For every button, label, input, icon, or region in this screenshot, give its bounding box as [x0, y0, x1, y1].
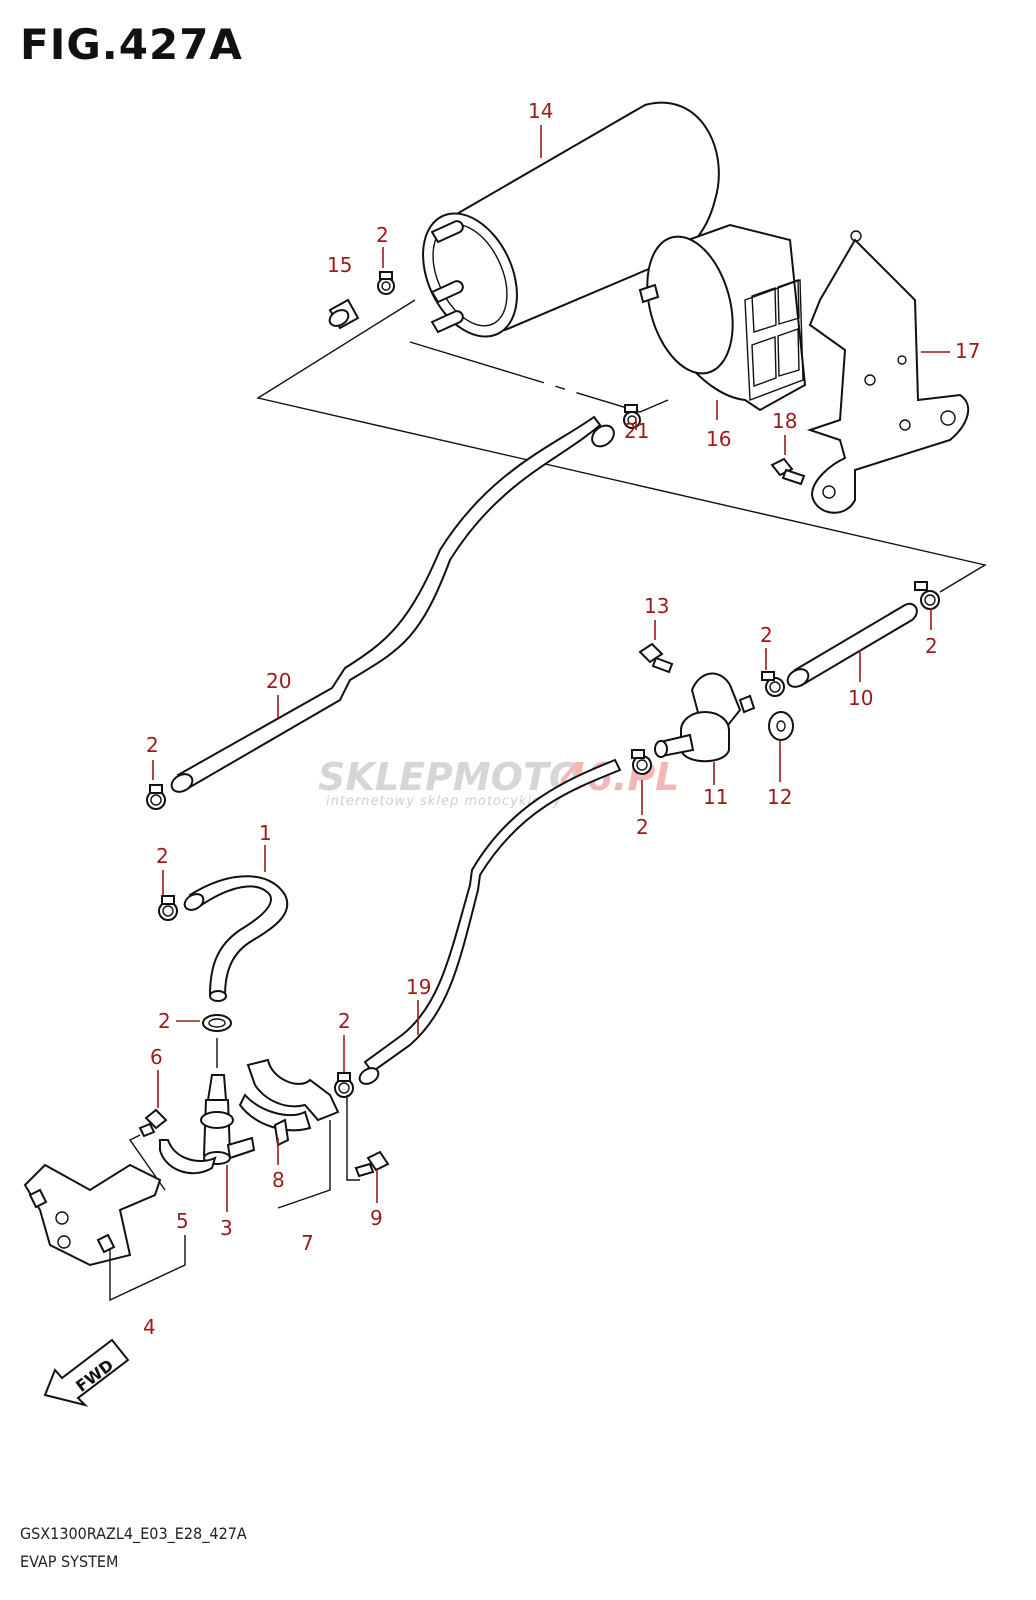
purge-control-valve [654, 672, 756, 763]
hose-20 [170, 415, 615, 793]
callout-9: 9 [370, 1206, 383, 1230]
callout-5: 5 [176, 1209, 189, 1233]
canister-bracket [806, 230, 970, 514]
forward-arrow-icon: FWD [43, 1338, 130, 1407]
valve-washer [768, 711, 794, 741]
hose-clamp-right-end [914, 581, 940, 610]
callout-21: 21 [624, 419, 649, 443]
callout-2: 2 [760, 623, 773, 647]
diagram-name: EVAP SYSTEM [20, 1552, 119, 1571]
canister-nozzles [430, 220, 464, 334]
callout-15: 15 [327, 253, 352, 277]
hose-19 [358, 758, 622, 1085]
callout-13: 13 [644, 594, 669, 618]
callout-4: 4 [143, 1315, 156, 1339]
callout-19: 19 [406, 975, 431, 999]
watermark: SKLEPMOTO 46.PL internetowy sklep motocy… [318, 755, 679, 809]
canister-holder [638, 223, 807, 412]
evap-canister [422, 101, 720, 338]
hose-clamp-19 [334, 1072, 354, 1098]
callout-7: 7 [301, 1231, 314, 1255]
callout-12: 12 [767, 785, 792, 809]
callout-2: 2 [636, 815, 649, 839]
holder-screw [354, 1150, 390, 1178]
hose-clamp-10 [761, 671, 785, 697]
figure-title: FIG.427A [20, 20, 243, 69]
canister-plug [328, 298, 360, 330]
callout-16: 16 [706, 427, 731, 451]
callout-3: 3 [220, 1216, 233, 1240]
callout-2: 2 [925, 634, 938, 658]
callout-14: 14 [528, 99, 553, 123]
pipe-strap [159, 1139, 217, 1175]
hose-1 [183, 875, 289, 1002]
callout-2: 2 [146, 733, 159, 757]
hose-clamp-valve [631, 749, 652, 775]
hose-clamp-1-lower [202, 1014, 232, 1032]
watermark-brand-a: SKLEPMOTO [318, 755, 581, 799]
hose-10 [786, 602, 918, 688]
hose-clamp-left-upper [146, 784, 166, 810]
watermark-tagline: internetowy sklep motocyklowy [326, 794, 561, 809]
callout-2: 2 [338, 1009, 351, 1033]
callout-17: 17 [955, 339, 980, 363]
callout-1: 1 [259, 821, 272, 845]
callout-2: 2 [158, 1009, 171, 1033]
hose-holder [238, 1058, 340, 1147]
callout-18: 18 [772, 409, 797, 433]
assembly-guide-lines [256, 299, 987, 593]
pipe-junction [200, 1074, 256, 1165]
callout-11: 11 [703, 785, 728, 809]
valve-bolt [638, 642, 674, 674]
callout-2: 2 [156, 844, 169, 868]
hose-clamp-1-upper [158, 895, 178, 921]
callout-10: 10 [848, 686, 873, 710]
callout-6: 6 [150, 1045, 163, 1069]
diagram-code: GSX1300RAZL4_E03_E28_427A [20, 1524, 247, 1543]
callout-labels: 14 2 15 17 18 16 21 13 2 2 20 10 2 11 12… [143, 99, 980, 1339]
callout-2: 2 [376, 223, 389, 247]
bracket-bolt [770, 457, 806, 486]
callout-leaders [152, 125, 950, 1212]
hose-clamp-top [377, 271, 395, 295]
strap-screw [138, 1108, 168, 1138]
callout-20: 20 [266, 669, 291, 693]
junction-bracket [23, 1163, 162, 1267]
callout-8: 8 [272, 1168, 285, 1192]
